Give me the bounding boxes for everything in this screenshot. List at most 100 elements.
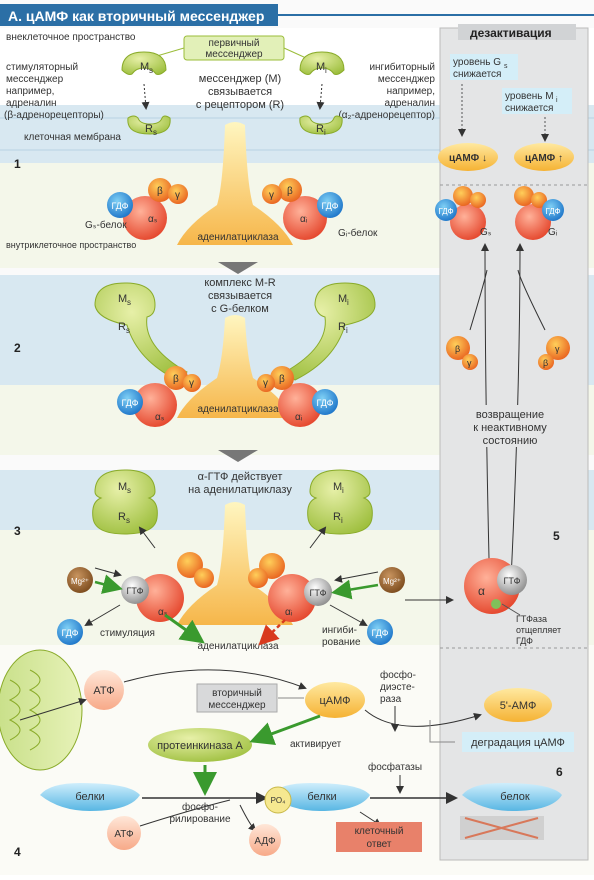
svg-text:αᵢ: αᵢ bbox=[295, 412, 303, 423]
svg-text:i: i bbox=[341, 516, 343, 525]
stage3-mg-left: Mg²⁺ bbox=[67, 567, 93, 593]
atp-node: АТФ bbox=[84, 670, 124, 710]
stage3-ms-rs-complex: M s R s bbox=[92, 469, 158, 535]
svg-text:γ: γ bbox=[263, 378, 268, 389]
svg-text:M: M bbox=[338, 293, 347, 305]
svg-text:связывается: связывается bbox=[208, 290, 272, 302]
step-4: 4 bbox=[14, 845, 21, 859]
stage1-adenylate-cyclase: аденилатциклаза bbox=[177, 122, 293, 245]
stage3-gdp-left: ГДФ bbox=[57, 619, 83, 645]
svg-text:ГДФ: ГДФ bbox=[516, 636, 533, 646]
deact-beta-gamma-right: γ β bbox=[538, 336, 570, 370]
svg-text:R: R bbox=[333, 511, 341, 523]
svg-text:R: R bbox=[118, 511, 126, 523]
inhibition-label-1: ингиби- bbox=[322, 624, 357, 636]
svg-text:адреналин: адреналин bbox=[384, 98, 435, 109]
svg-text:s: s bbox=[126, 326, 130, 335]
transition-arrow-2 bbox=[218, 450, 258, 462]
inhibition-arrow bbox=[258, 619, 286, 646]
svg-text:ГДФ: ГДФ bbox=[121, 398, 138, 408]
svg-text:s: s bbox=[149, 66, 153, 75]
no-response-icon bbox=[460, 816, 544, 840]
svg-text:ГТФаза: ГТФаза bbox=[516, 614, 547, 624]
svg-text:АТФ: АТФ bbox=[93, 685, 114, 697]
svg-text:β: β bbox=[173, 374, 179, 385]
svg-text:белок: белок bbox=[500, 791, 530, 803]
svg-text:Mg²⁺: Mg²⁺ bbox=[383, 577, 401, 586]
stimulation-label: стимуляция bbox=[100, 628, 155, 639]
extracellular-label: внеклеточное пространство bbox=[6, 32, 136, 43]
svg-text:M: M bbox=[118, 481, 127, 493]
svg-text:R: R bbox=[145, 123, 153, 135]
svg-text:M: M bbox=[118, 293, 127, 305]
svg-text:α: α bbox=[478, 584, 485, 598]
svg-text:возвращение: возвращение bbox=[476, 409, 544, 421]
svg-text:цАМФ ↓: цАМФ ↓ bbox=[449, 153, 487, 164]
page-title: А. цАМФ как вторичный мессенджер bbox=[8, 8, 264, 24]
svg-text:αₛ: αₛ bbox=[158, 607, 168, 618]
step-6: 6 bbox=[556, 765, 563, 779]
stage3-gi-active: ГТФ αᵢ bbox=[248, 553, 332, 622]
svg-text:ГТФ: ГТФ bbox=[310, 588, 327, 598]
svg-text:цАМФ: цАМФ bbox=[319, 695, 350, 707]
gs-protein-label: Gₛ-белок bbox=[85, 219, 127, 231]
svg-text:γ: γ bbox=[467, 358, 472, 368]
svg-text:рилирование: рилирование bbox=[169, 814, 231, 825]
deact-beta-gamma-left: β γ bbox=[446, 336, 478, 370]
svg-text:β: β bbox=[157, 186, 163, 197]
svg-text:диэсте-: диэсте- bbox=[380, 682, 415, 693]
gtpase-text: ГТФаза отщепляет ГДФ bbox=[516, 614, 561, 646]
svg-text:5'-АМФ: 5'-АМФ bbox=[500, 700, 537, 712]
first-msg-1: первичный bbox=[209, 38, 260, 49]
stage2-ms-rs-complex: M s R s bbox=[94, 282, 188, 381]
step-3: 3 bbox=[14, 524, 21, 538]
transition-arrow-1 bbox=[218, 262, 258, 274]
svg-text:стимуляторный: стимуляторный bbox=[6, 62, 78, 73]
svg-text:PO₄: PO₄ bbox=[271, 796, 286, 805]
mitochondrion-icon bbox=[0, 649, 83, 771]
svg-text:ГДФ: ГДФ bbox=[545, 207, 560, 216]
svg-text:клеточный: клеточный bbox=[355, 826, 404, 837]
svg-text:i: i bbox=[556, 97, 558, 104]
svg-text:фосфо-: фосфо- bbox=[380, 669, 416, 681]
camp-decrease: цАМФ ↓ bbox=[438, 143, 498, 171]
svg-text:связывается: связывается bbox=[208, 86, 272, 98]
stage2-gs-protein: ГДФ β γ αₛ bbox=[117, 366, 201, 427]
camp-degradation-box: деградация цАМФ bbox=[462, 732, 574, 752]
svg-text:снижается: снижается bbox=[505, 103, 553, 114]
proteins-left: белки bbox=[40, 783, 140, 811]
proteins-right: PO₄ белки bbox=[264, 783, 370, 814]
svg-text:белки: белки bbox=[307, 791, 336, 803]
svg-text:s: s bbox=[153, 128, 157, 137]
stage1-ri-receptor: R i bbox=[299, 115, 343, 137]
svg-text:АДФ: АДФ bbox=[254, 836, 276, 847]
svg-text:i: i bbox=[347, 298, 349, 307]
svg-text:α-ГТФ действует: α-ГТФ действует bbox=[198, 471, 283, 483]
svg-text:ГТФ: ГТФ bbox=[127, 586, 144, 596]
stage3-mi-ri-complex: M i R i bbox=[307, 469, 373, 535]
svg-text:отщепляет: отщепляет bbox=[516, 625, 561, 635]
step-5: 5 bbox=[553, 529, 560, 543]
stim-messenger-text: стимуляторный мессенджер например, адрен… bbox=[4, 62, 104, 121]
svg-text:i: i bbox=[325, 66, 327, 75]
stage1-gs-protein: ГДФ β γ αₛ bbox=[107, 178, 188, 240]
gi-protein-label: Gᵢ-белок bbox=[338, 227, 378, 239]
adp-node: АДФ bbox=[249, 824, 281, 856]
svg-text:ингибиторный: ингибиторный bbox=[369, 61, 435, 73]
atp-node-2: АТФ bbox=[107, 816, 141, 850]
stage2-complex-text: комплекс M-R связывается с G-белком bbox=[204, 277, 275, 315]
svg-text:например,: например, bbox=[6, 86, 54, 97]
step-1: 1 bbox=[14, 157, 21, 171]
svg-text:αᵢ: αᵢ bbox=[285, 607, 293, 618]
svg-text:s: s bbox=[126, 516, 130, 525]
svg-text:например,: например, bbox=[387, 86, 435, 97]
return-text: возвращение к неактивному состоянию bbox=[455, 405, 565, 447]
stage2-mi-ri-complex: M i R i bbox=[284, 282, 376, 381]
svg-text:M: M bbox=[316, 61, 325, 73]
svg-text:R: R bbox=[338, 321, 346, 333]
stage3-gdp-right: ГДФ bbox=[367, 619, 393, 645]
svg-text:s: s bbox=[504, 63, 508, 70]
stage1-rs-receptor: R s bbox=[127, 115, 171, 137]
deact-alpha-gtp: α ГТФ bbox=[464, 558, 527, 614]
